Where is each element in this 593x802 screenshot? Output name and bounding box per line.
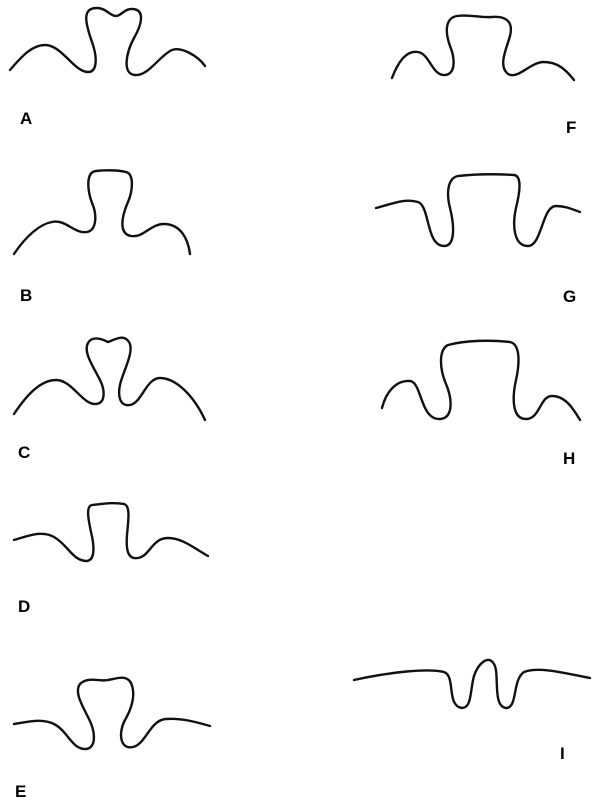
- panel-g: G: [376, 174, 580, 306]
- panel-e-outline: [14, 678, 210, 749]
- panel-label-b: B: [20, 286, 32, 305]
- panel-label-g: G: [563, 287, 576, 306]
- panel-label-e: E: [15, 782, 26, 801]
- panel-h-outline: [382, 341, 580, 420]
- panel-label-c: C: [18, 443, 30, 462]
- panel-i-outline: [354, 660, 590, 708]
- panel-g-outline: [376, 174, 580, 246]
- panel-c: C: [14, 338, 205, 462]
- panel-h: H: [382, 341, 580, 468]
- panel-f-outline: [392, 15, 574, 80]
- panel-label-i: I: [560, 744, 565, 763]
- panel-a-outline: [10, 8, 205, 75]
- panel-label-f: F: [566, 118, 576, 137]
- panel-label-a: A: [20, 109, 32, 128]
- panel-b: B: [14, 170, 190, 305]
- panel-d-outline: [14, 503, 208, 561]
- panel-c-outline: [14, 338, 205, 420]
- panel-i: I: [354, 660, 590, 763]
- panel-a: A: [10, 8, 205, 128]
- panel-label-d: D: [18, 597, 30, 616]
- panel-f: F: [392, 15, 576, 137]
- panel-e: E: [14, 678, 210, 801]
- panel-b-outline: [14, 170, 190, 254]
- panel-d: D: [14, 503, 208, 616]
- panel-label-h: H: [563, 449, 575, 468]
